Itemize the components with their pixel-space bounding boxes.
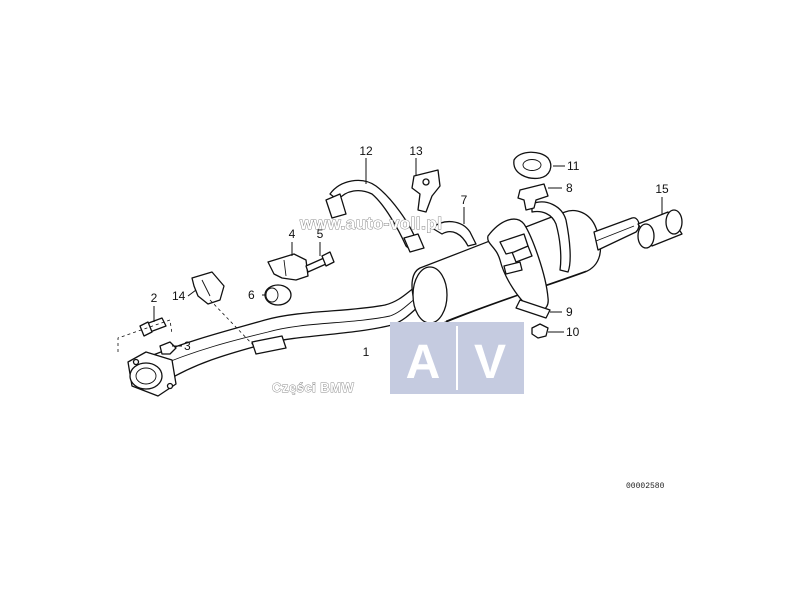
callout-5: 5 [317, 227, 324, 241]
callout-4: 4 [289, 227, 296, 241]
callout-labels: 1 2 3 4 5 6 7 8 9 10 11 12 13 14 15 [151, 144, 669, 359]
gasket-ring-11 [513, 151, 552, 180]
grommet-6 [264, 284, 292, 306]
watermark-letter-v: V [474, 336, 506, 389]
callout-15: 15 [655, 182, 669, 196]
callout-9: 9 [566, 305, 573, 319]
callout-7: 7 [461, 193, 468, 207]
rubber-hanger-13 [411, 169, 441, 213]
front-pipe [127, 279, 437, 397]
heat-shield-bracket-14 [191, 271, 225, 305]
watermark-url: www.auto-voll.pl [299, 214, 442, 233]
bolt-5 [305, 251, 335, 273]
callout-11: 11 [567, 159, 580, 173]
support-bracket-12 [325, 179, 425, 253]
watermark: www.auto-voll.pl A V Części BMW [272, 214, 524, 395]
callout-14: 14 [172, 289, 186, 303]
tailpipe-trim [637, 209, 683, 249]
callout-3: 3 [184, 339, 191, 353]
leader-lines [117, 158, 663, 352]
clamp-7 [431, 221, 529, 255]
callout-6: 6 [248, 288, 255, 302]
callout-2: 2 [151, 291, 158, 305]
callout-1: 1 [363, 345, 370, 359]
bolt-2 [139, 317, 167, 337]
watermark-letter-a: A [406, 336, 441, 389]
callout-12: 12 [359, 144, 373, 158]
callout-10: 10 [566, 325, 580, 339]
watermark-caption: Części BMW [272, 380, 355, 395]
small-bracket-8 [517, 183, 549, 211]
nut-10 [531, 323, 549, 339]
callout-13: 13 [409, 144, 423, 158]
callout-8: 8 [566, 181, 573, 195]
diagram-id: 00002580 [626, 482, 665, 491]
nut-3 [159, 341, 177, 355]
rubber-mount-4 [267, 253, 309, 281]
